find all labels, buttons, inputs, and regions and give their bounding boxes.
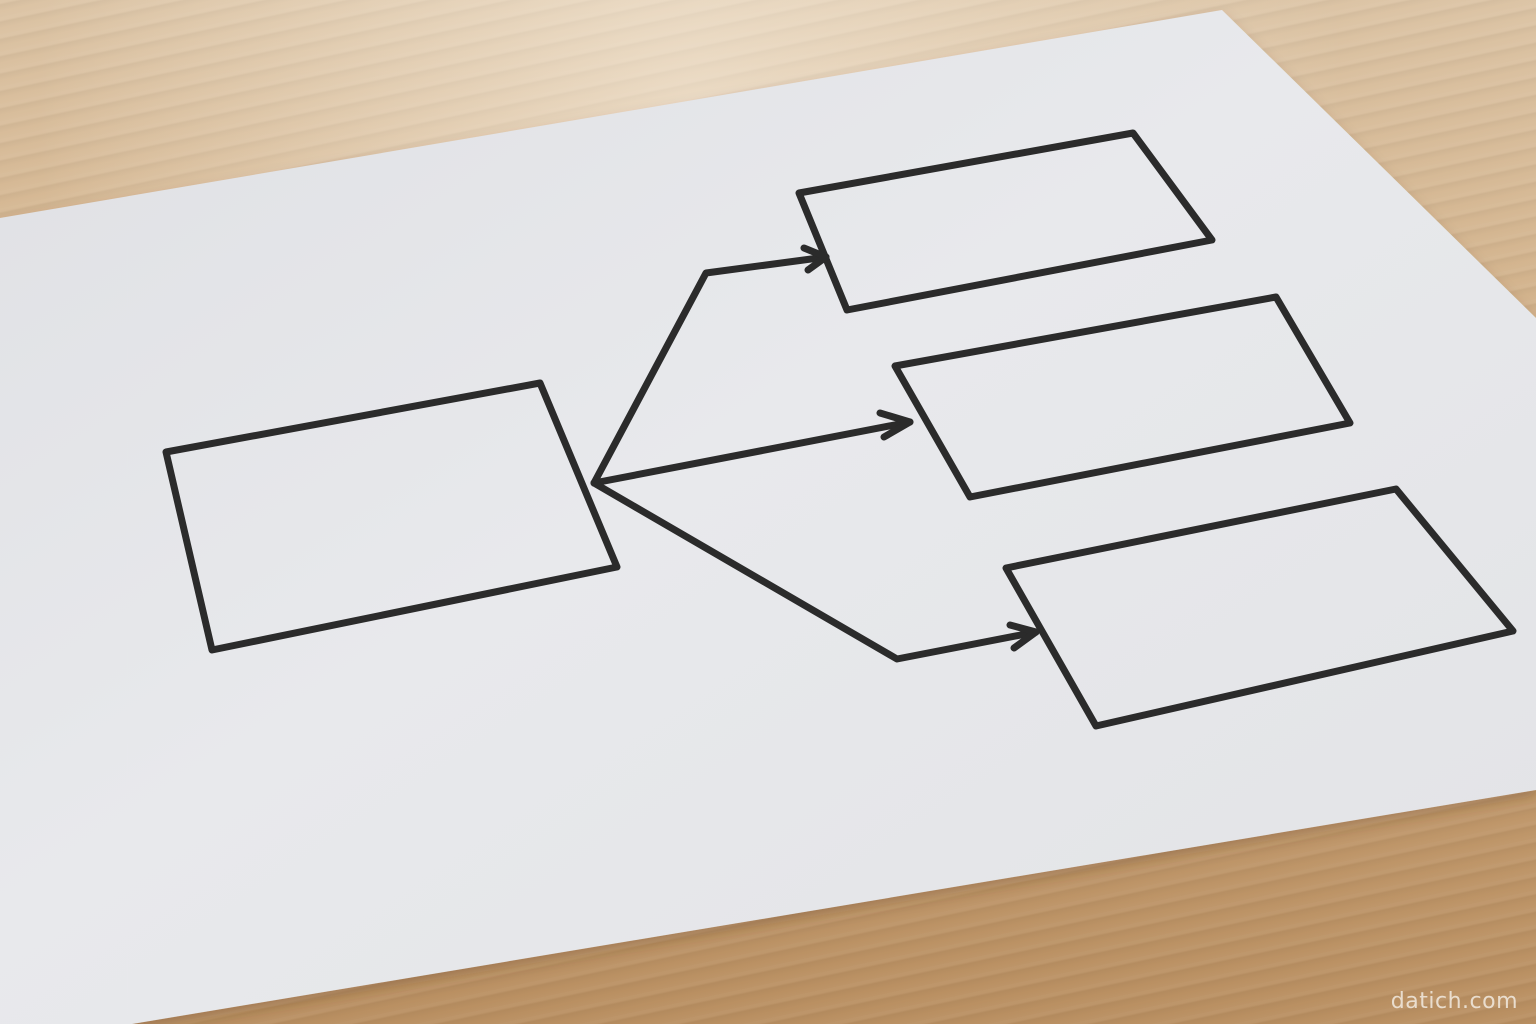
arrowhead-2	[876, 409, 914, 441]
edge-to-target-3	[590, 479, 1040, 663]
target-box-2	[891, 293, 1354, 501]
edge-to-target-1	[590, 253, 830, 487]
target-box-1	[795, 129, 1216, 314]
target-box-3	[1002, 485, 1517, 730]
arrowhead-1	[800, 244, 830, 274]
source-box	[162, 379, 621, 654]
arrowhead-3	[1006, 621, 1040, 652]
paper-sheet	[0, 10, 1536, 1024]
edge-to-target-2	[590, 418, 914, 487]
watermark-text: datich.com	[1390, 989, 1518, 1014]
